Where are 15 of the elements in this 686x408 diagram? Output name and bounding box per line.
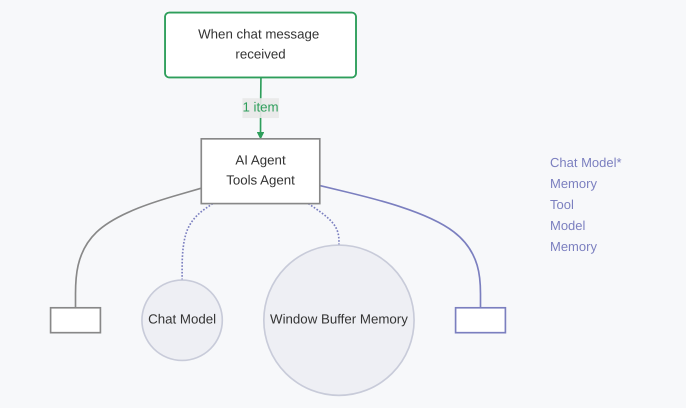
connector — [181, 202, 214, 280]
connector — [308, 202, 340, 246]
port-label: Tool — [550, 196, 575, 212]
node-box — [50, 306, 102, 334]
port-label: Memory — [550, 176, 598, 190]
connector — [320, 184, 482, 308]
edge-label: 1 item — [242, 100, 279, 115]
node-box: AI Agent Tools Agent — [200, 138, 321, 204]
connector — [74, 187, 202, 308]
node-circle: Window Buffer Memory — [263, 244, 415, 396]
port-label: Model — [550, 218, 586, 232]
node-box — [454, 306, 506, 334]
port-label: Memory — [550, 238, 598, 254]
port-label: Chat Model* — [550, 154, 623, 170]
node-circle: Chat Model — [141, 279, 224, 362]
